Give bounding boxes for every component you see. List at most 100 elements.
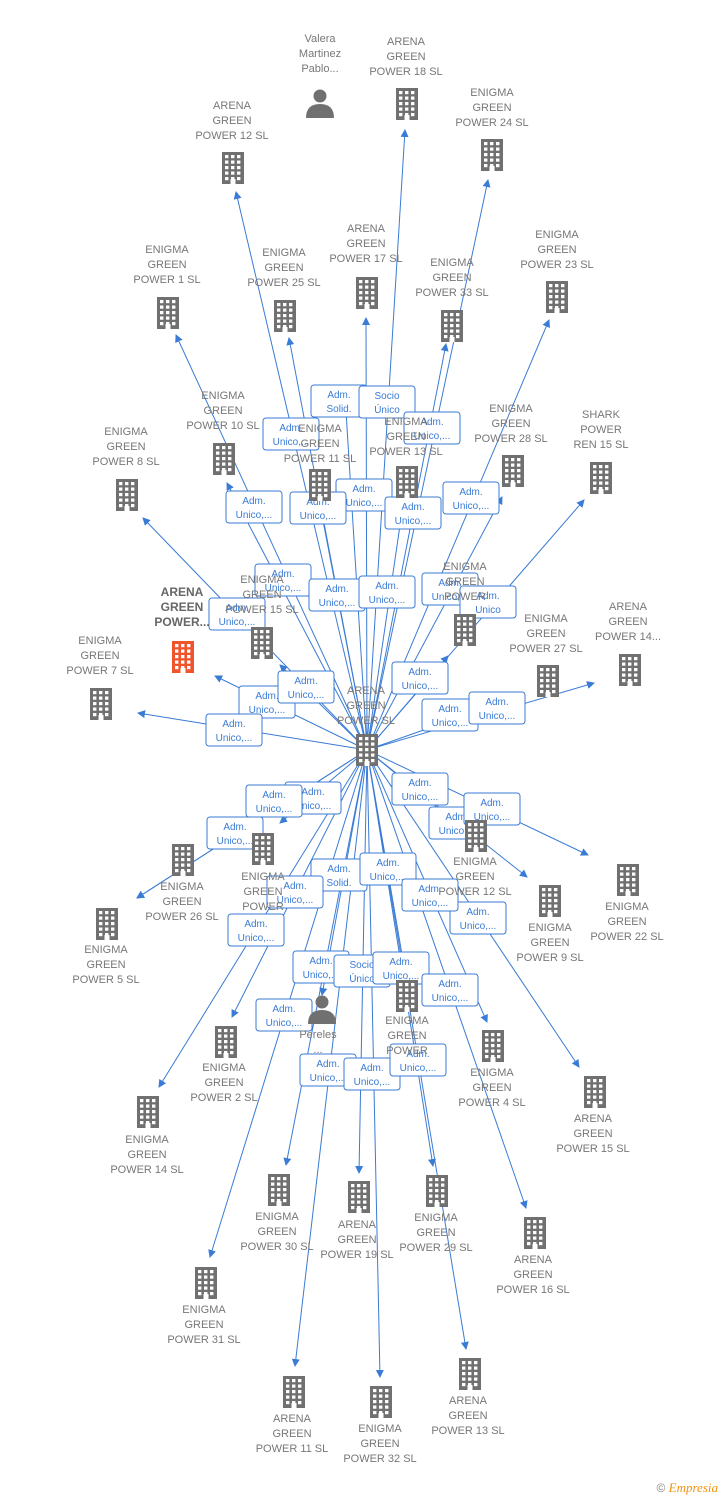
node-label: ARENA bbox=[213, 100, 252, 112]
edge-label-ag14r[interactable]: Adm.Unico,... bbox=[468, 691, 526, 725]
edge-label-eg32[interactable]: Adm.Unico,... bbox=[343, 1057, 401, 1091]
building-icon bbox=[252, 833, 274, 865]
edge-label-eg-r[interactable]: Adm.Unico,... bbox=[391, 661, 449, 695]
node-label: POWER 5 SL bbox=[72, 974, 139, 986]
node-label: POWER 32 SL bbox=[343, 1453, 416, 1465]
node-label: POWER 27 SL bbox=[509, 643, 582, 655]
node-valera[interactable]: ValeraMartinezPablo... bbox=[299, 33, 341, 118]
edge-label-eg8[interactable]: Adm.Unico,... bbox=[208, 597, 266, 631]
edge-label-line: Adm. bbox=[244, 919, 267, 930]
edge-label-eg1[interactable]: Adm.Unico,... bbox=[225, 490, 283, 524]
edge-label-eg10[interactable]: Adm.Unico,... bbox=[254, 563, 312, 597]
node-label: GREEN bbox=[513, 1269, 552, 1281]
edge-label-shark[interactable]: Adm.Unico bbox=[459, 585, 517, 619]
edge-label-ag13[interactable]: Adm.Unico,... bbox=[389, 1043, 447, 1077]
edge-label-line: Unico,... bbox=[414, 431, 451, 442]
node-label: POWER 8 SL bbox=[92, 456, 159, 468]
edge-label-eg13[interactable]: Adm.Unico,... bbox=[358, 575, 416, 609]
edge-label-line: Unico,... bbox=[238, 933, 275, 944]
node-label: POWER 19 SL bbox=[320, 1249, 393, 1261]
edge-label-ag11[interactable]: Adm.Unico,... bbox=[299, 1053, 357, 1087]
edge-label-eg29[interactable]: Adm.Unico,... bbox=[372, 951, 430, 985]
node-label: POWER 11 SL bbox=[284, 453, 357, 465]
building-icon bbox=[524, 1217, 546, 1249]
edge-label-ag16[interactable]: Adm.Unico,... bbox=[421, 973, 479, 1007]
node-label: POWER 10 SL bbox=[186, 420, 259, 432]
node-pereles[interactable]: Pereles... bbox=[299, 995, 337, 1057]
edge-label-ag17[interactable]: Adm.Unico,... bbox=[335, 478, 393, 512]
edge-label-line: Único bbox=[374, 403, 400, 416]
edge-label-eg22[interactable]: Adm.Unico,... bbox=[463, 792, 521, 826]
edge-label-ag12[interactable]: Adm.Unico,... bbox=[262, 417, 320, 451]
building-icon bbox=[157, 297, 179, 329]
edge-label-eg14[interactable]: Adm.Unico,... bbox=[266, 875, 324, 909]
edge-label-eg27[interactable]: Adm.Unico,... bbox=[421, 698, 479, 732]
edge-label-eg25[interactable]: Adm.Unico,... bbox=[289, 491, 347, 525]
node-label: ENIGMA bbox=[524, 613, 568, 625]
edge-label-line: Adm. bbox=[225, 603, 248, 614]
edge-label-line: Unico,... bbox=[236, 510, 273, 521]
edge-label-eg33[interactable]: Adm.Unico,... bbox=[384, 496, 442, 530]
edge-label-eg-c[interactable]: Adm.Unico,... bbox=[359, 852, 417, 886]
edge-label-eg5[interactable]: Adm. Unico,... bbox=[227, 913, 285, 947]
node-label: POWER 7 SL bbox=[66, 665, 133, 677]
edge-label-eg2[interactable]: Adm.Unico,... bbox=[245, 784, 303, 818]
building-icon bbox=[396, 980, 418, 1012]
edge-label-eg24[interactable]: Adm.Unico,... bbox=[403, 411, 461, 445]
node-label: ENIGMA bbox=[358, 1423, 402, 1435]
node-label: POWER 28 SL bbox=[474, 433, 547, 445]
edge-label-eg23[interactable]: Adm.Unico,... bbox=[442, 481, 500, 515]
edge-ag12 bbox=[233, 191, 368, 751]
edge-label-ag15[interactable]: Adm.Unico,... bbox=[401, 878, 459, 912]
edge-label-eg31[interactable]: Adm.Unico,... bbox=[255, 998, 313, 1032]
node-label: GREEN bbox=[455, 871, 494, 883]
edge-label-eg15[interactable]: Adm.Unico,... bbox=[277, 670, 335, 704]
brand-logo-text[interactable]: Empresia bbox=[668, 1480, 718, 1495]
edge-label-eg4[interactable]: Adm.Unico,... bbox=[449, 901, 507, 935]
node-agpower[interactable]: ARENAGREENPOWER... bbox=[154, 585, 210, 673]
edge-label-eg9[interactable]: Adm.Unico,... bbox=[391, 772, 449, 806]
edge-label-eg7[interactable]: Adm.Unico,... bbox=[205, 713, 263, 747]
edge-label-eg11[interactable]: Adm.Unico,... bbox=[308, 578, 366, 612]
